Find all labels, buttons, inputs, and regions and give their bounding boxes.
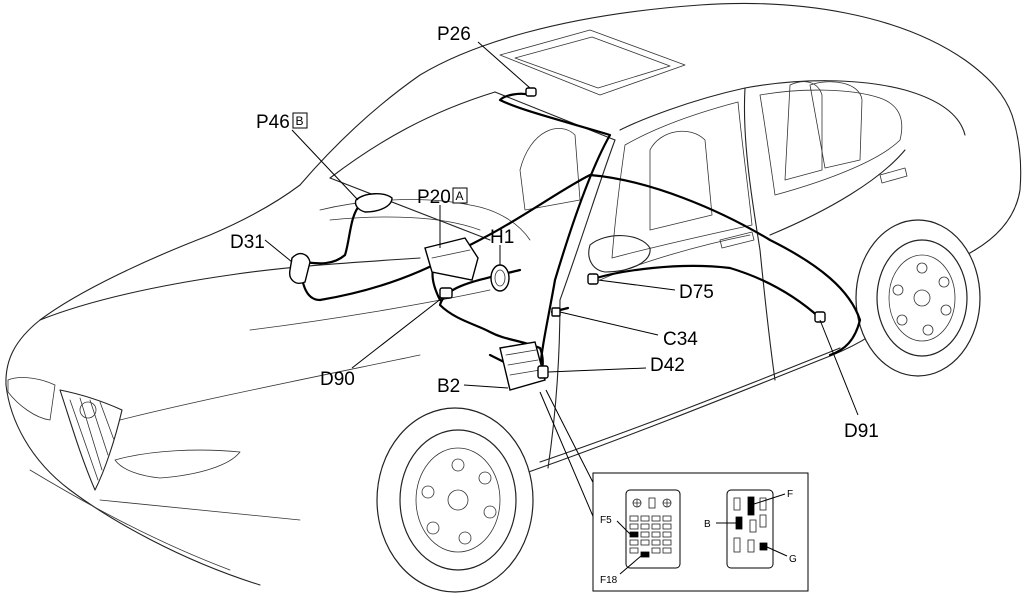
- relay-b: [735, 516, 743, 530]
- inset-fuse-grid: [629, 515, 672, 558]
- label-d42: D42: [650, 355, 685, 376]
- relay-f: [747, 496, 755, 516]
- inset-relaybox: F B G: [704, 489, 797, 569]
- component-p20-control-unit: [424, 237, 479, 281]
- label-p26: P26: [437, 24, 471, 45]
- inset-label-b: B: [704, 519, 711, 530]
- label-d91: D91: [844, 421, 879, 442]
- label-p20-badge-box: [452, 187, 468, 204]
- inset-label-f: F: [787, 489, 793, 500]
- label-p20-badge: A: [456, 189, 464, 203]
- label-p46-badge-box: [292, 112, 308, 129]
- label-c34: C34: [663, 329, 698, 350]
- component-d42-connector: [537, 365, 549, 379]
- inset-label-f5: F5: [600, 515, 612, 526]
- inset-frame: [592, 472, 809, 592]
- inset-fusebox: F5 F18: [600, 489, 681, 586]
- front-wheel: [376, 407, 534, 593]
- label-p46-badge: B: [296, 114, 304, 128]
- component-d90-connector: [439, 287, 453, 299]
- component-d91-connector: [814, 311, 826, 323]
- inset-label-f18: F18: [600, 575, 618, 586]
- component-c34-ground: [551, 307, 561, 317]
- fuse-f18: [640, 551, 650, 558]
- label-b2: B2: [437, 376, 460, 397]
- detail-inset: F5 F18 F B G: [592, 472, 809, 592]
- label-p46: P46: [256, 112, 290, 133]
- component-p26-courtesy-light: [525, 87, 537, 97]
- callout-labels: P26 P46 B P20 A D31 H1 D75 C34 D90 D42 B…: [230, 24, 879, 442]
- component-b2-fusebox: [499, 341, 546, 391]
- fuse-f5: [629, 531, 639, 538]
- label-d75: D75: [679, 282, 714, 303]
- component-d31-connector: [289, 252, 311, 284]
- label-d31: D31: [230, 232, 265, 253]
- component-p46-mirror: [354, 193, 393, 213]
- label-h1: H1: [490, 227, 514, 248]
- inset-label-g: G: [789, 554, 797, 565]
- relay-g: [759, 542, 768, 551]
- label-p20: P20: [417, 187, 451, 208]
- wiring-harness: [300, 92, 862, 380]
- rear-wheel: [855, 219, 981, 377]
- component-h1-horn: [490, 264, 510, 292]
- label-d90: D90: [320, 369, 355, 390]
- component-d75-connector: [587, 273, 599, 285]
